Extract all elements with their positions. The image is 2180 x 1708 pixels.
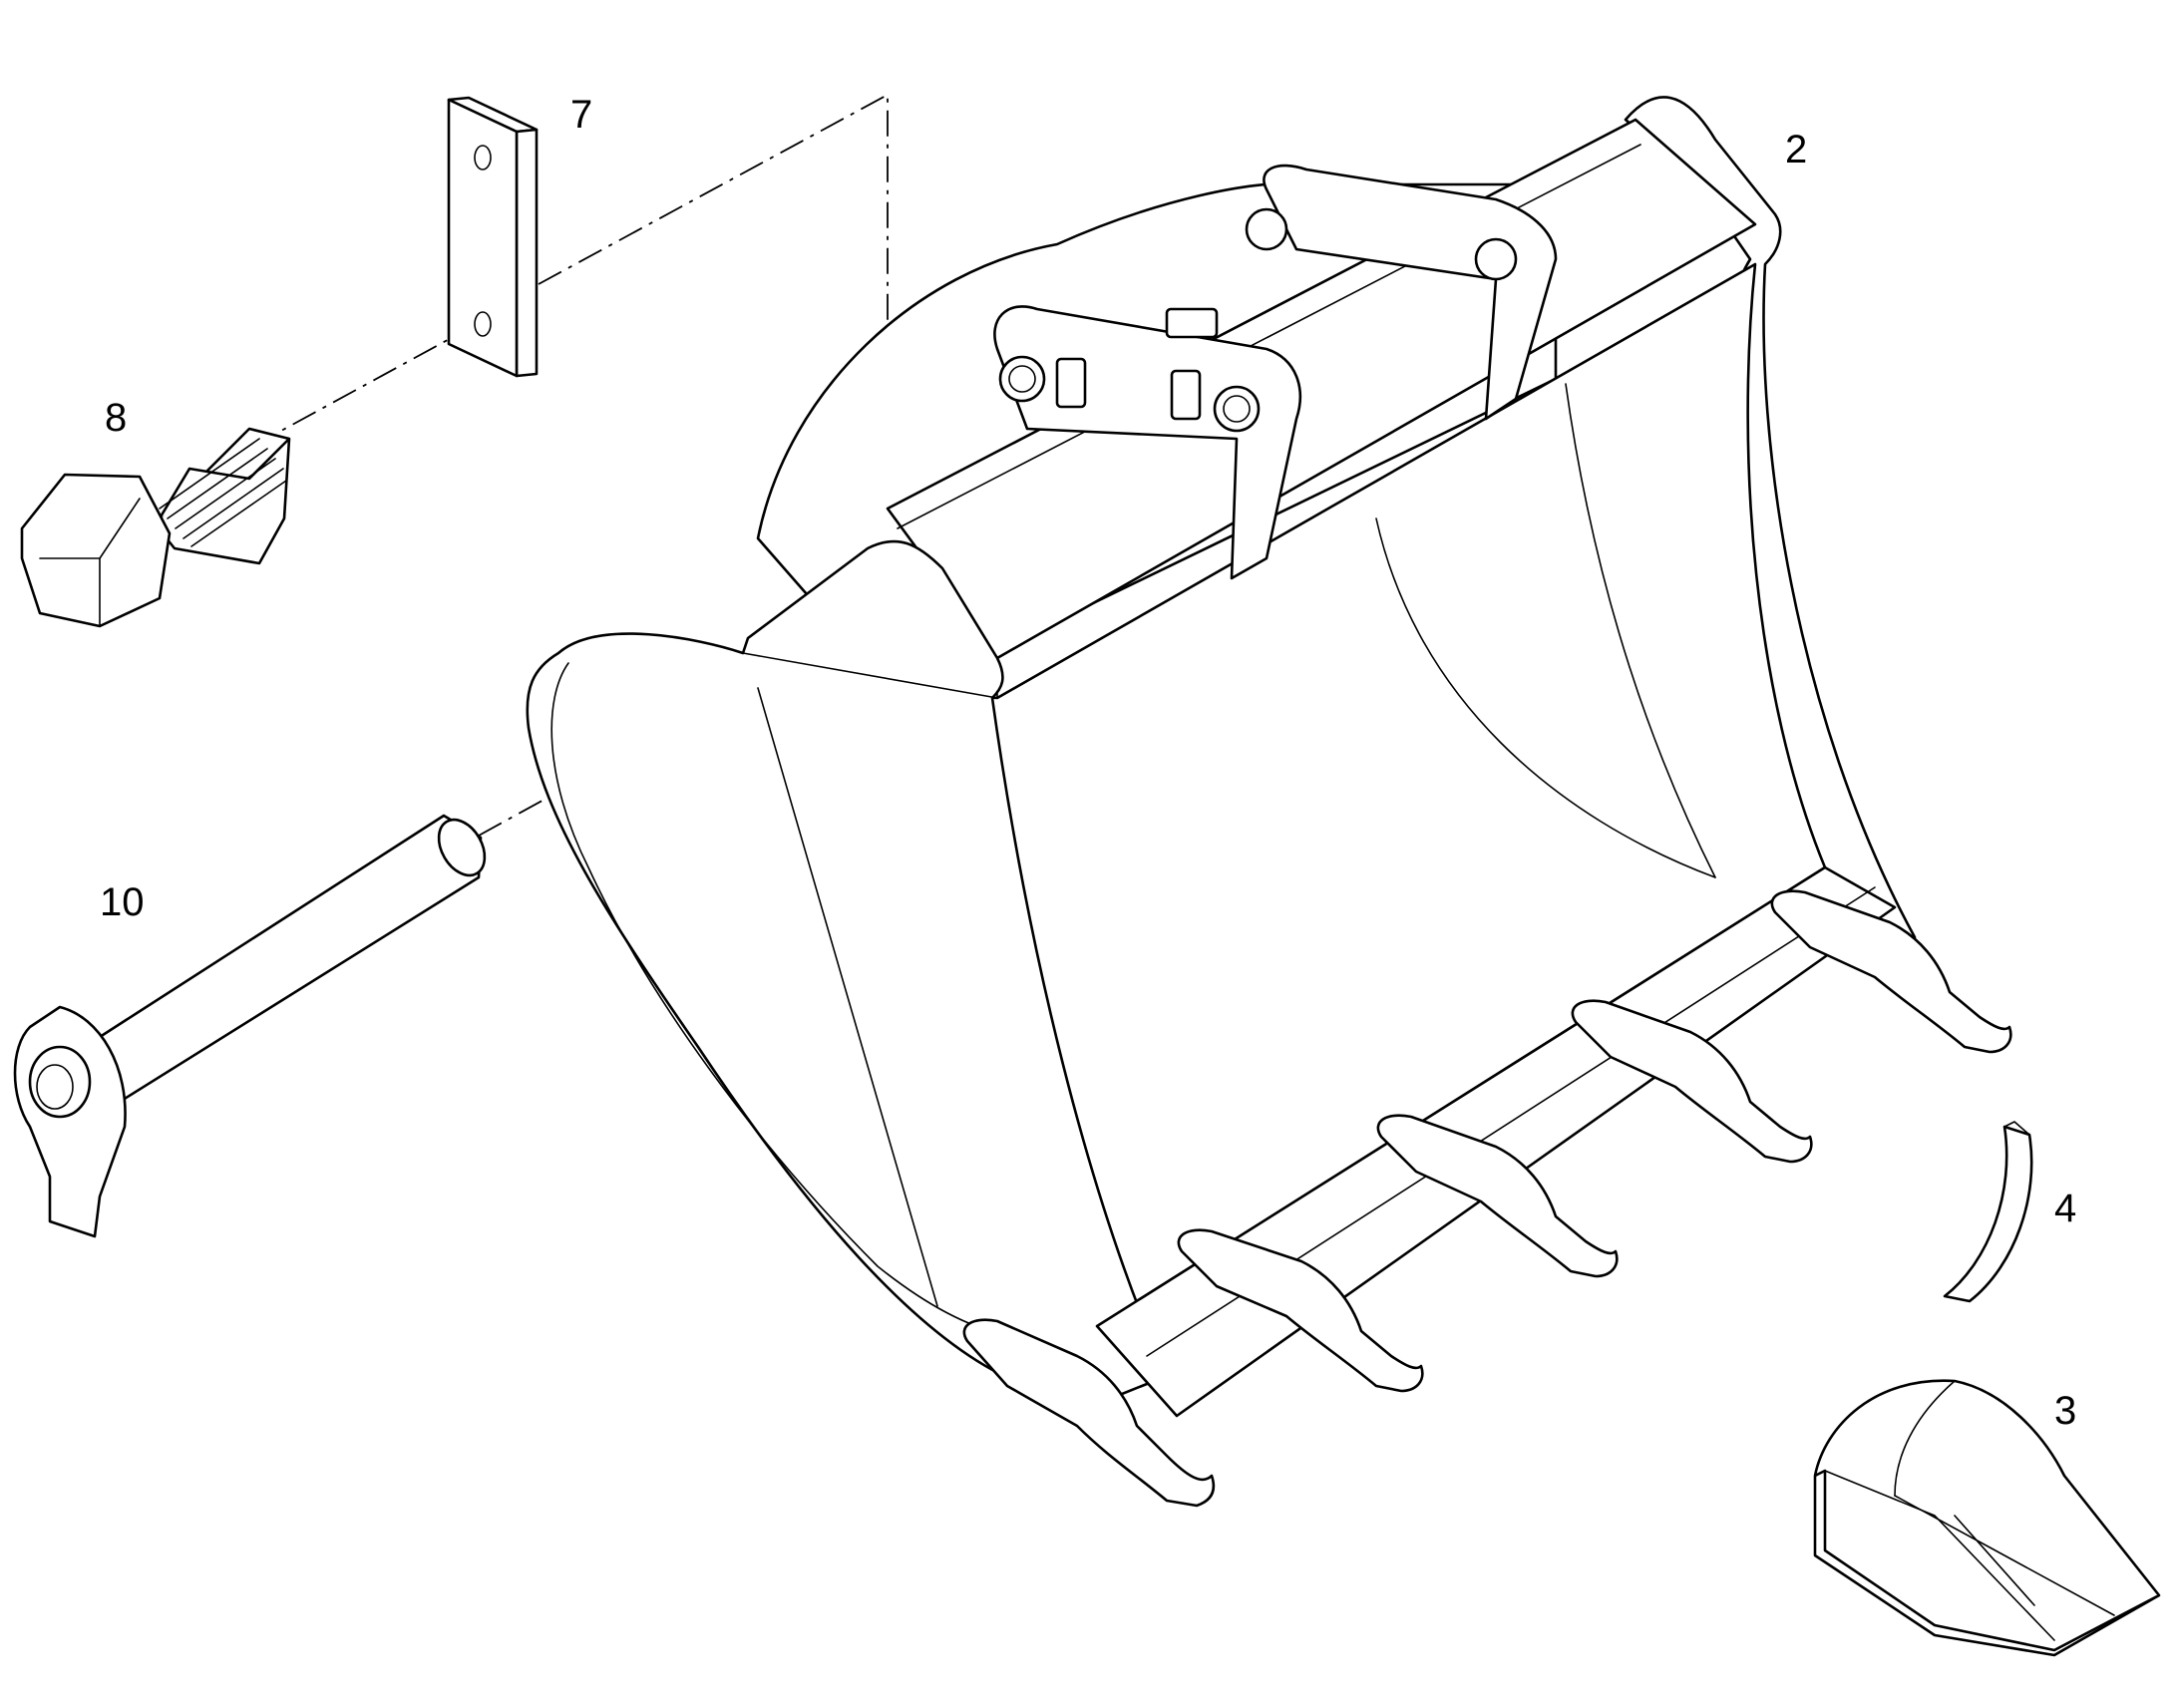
callout-10: 10: [100, 880, 145, 924]
callout-2: 2: [1785, 128, 1807, 171]
bucket-part[interactable]: [526, 96, 2012, 1508]
callout-7: 7: [570, 93, 592, 137]
bolt-part[interactable]: [20, 427, 291, 628]
tooth-tip-part[interactable]: [1813, 1379, 2161, 1657]
callout-3: 3: [2054, 1389, 2076, 1433]
bolt-threads: [159, 438, 287, 547]
lock-pin-part[interactable]: [1943, 1121, 2033, 1303]
callout-8: 8: [105, 396, 127, 440]
bucket-teeth: [962, 889, 2012, 1508]
callout-4: 4: [2054, 1187, 2076, 1230]
callout-labels: 2 3 4 7 8 10: [100, 93, 2076, 1433]
plate-part[interactable]: [447, 96, 539, 378]
pivot-pin-part[interactable]: [13, 812, 494, 1238]
